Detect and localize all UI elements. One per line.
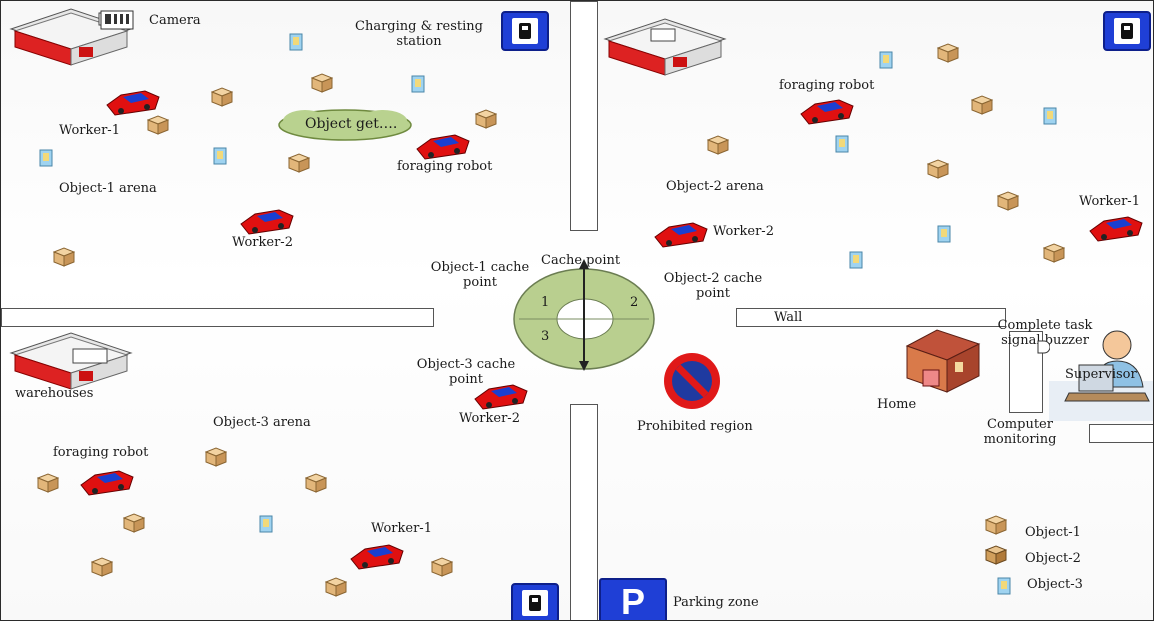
- complete-task-label: Complete task signal buzzer: [997, 318, 1093, 348]
- box-icon: [937, 43, 959, 63]
- bottle-icon: [879, 51, 893, 69]
- object1-cache-label: Object-1 cache point: [430, 260, 530, 290]
- parking-sign-letter: P: [620, 581, 645, 621]
- home-label: Home: [877, 397, 917, 412]
- charging-station-label: Charging & resting station: [355, 19, 483, 49]
- legend-object3-icon: [997, 577, 1011, 595]
- box-icon: [211, 87, 233, 107]
- legend-object2-icon: [985, 545, 1007, 565]
- bottle-icon: [835, 135, 849, 153]
- camera-label: Camera: [149, 13, 201, 28]
- foraging-robot-label: foraging robot: [779, 78, 875, 93]
- bottle-icon: [259, 515, 273, 533]
- car-icon: [416, 134, 470, 160]
- computer-monitoring-label: Computer monitoring: [983, 417, 1057, 447]
- box-icon: [288, 153, 310, 173]
- box-icon: [37, 473, 59, 493]
- bottle-icon: [411, 75, 425, 93]
- object3-cache-label: Object-3 cache point: [416, 357, 516, 387]
- car-icon: [474, 384, 528, 410]
- cloud-icon: [278, 109, 412, 141]
- legend-object2-label: Object-2: [1025, 551, 1081, 566]
- sector-2-label: 2: [630, 295, 639, 310]
- worker2-label: Worker-2: [232, 235, 293, 250]
- box-icon: [205, 447, 227, 467]
- worker2-label: Worker-2: [713, 224, 774, 239]
- wall-monitor-pillar: [1009, 331, 1043, 413]
- box-icon: [431, 557, 453, 577]
- bottle-icon: [1043, 107, 1057, 125]
- cache-point-label: Cache point: [541, 253, 621, 268]
- foraging-robot-label: foraging robot: [397, 159, 493, 174]
- cloud-label: Object get….: [305, 116, 398, 132]
- bottle-icon: [937, 225, 951, 243]
- box-icon: [147, 115, 169, 135]
- worker1-label: Worker-1: [1079, 194, 1140, 209]
- car-icon: [106, 90, 160, 116]
- home-icon: [905, 329, 981, 393]
- box-icon: [707, 135, 729, 155]
- object1-arena-label: Object-1 arena: [59, 181, 157, 196]
- worker2-label: Worker-2: [459, 411, 520, 426]
- bottle-icon: [39, 149, 53, 167]
- car-icon: [80, 470, 134, 496]
- legend-object1-icon: [985, 515, 1007, 535]
- shop-icon: [603, 18, 727, 76]
- legend-object3-label: Object-3: [1027, 577, 1083, 592]
- box-icon: [305, 473, 327, 493]
- worker1-label: Worker-1: [371, 521, 432, 536]
- box-icon: [123, 513, 145, 533]
- box-icon: [475, 109, 497, 129]
- foraging-robot-label: foraging robot: [53, 445, 149, 460]
- object2-arena-label: Object-2 arena: [666, 179, 764, 194]
- warehouses-label: warehouses: [15, 386, 94, 401]
- box-icon: [53, 247, 75, 267]
- bottle-icon: [849, 251, 863, 269]
- box-icon: [311, 73, 333, 93]
- object3-arena-label: Object-3 arena: [213, 415, 311, 430]
- wall-right-horizontal: [736, 308, 1006, 327]
- prohibited-sign-icon: [664, 353, 720, 409]
- gas-station-icon: [1103, 11, 1151, 51]
- object2-cache-label: Object-2 cache point: [663, 271, 763, 301]
- legend-object1-label: Object-1: [1025, 525, 1081, 540]
- prohibited-region-label: Prohibited region: [637, 419, 753, 434]
- parking-sign-icon: P: [599, 578, 667, 621]
- shop-icon: [9, 332, 133, 390]
- wall-left-horizontal: [1, 308, 434, 327]
- supervisor-icon: [1049, 330, 1153, 421]
- wall-label: Wall: [774, 310, 803, 325]
- bottle-icon: [213, 147, 227, 165]
- car-icon: [800, 99, 854, 125]
- wall-bottom-center: [570, 404, 598, 620]
- buzzer-icon: [1037, 340, 1050, 354]
- parking-zone-label: Parking zone: [673, 595, 759, 610]
- gas-station-icon: [511, 583, 559, 620]
- box-icon: [971, 95, 993, 115]
- camera-icon: [100, 10, 134, 30]
- car-icon: [654, 222, 708, 248]
- car-icon: [1089, 216, 1143, 242]
- car-icon: [240, 209, 294, 235]
- worker1-label: Worker-1: [59, 123, 120, 138]
- box-icon: [91, 557, 113, 577]
- sector-1-label: 1: [541, 295, 550, 310]
- bottle-icon: [289, 33, 303, 51]
- wall-right-stub: [1089, 424, 1153, 443]
- box-icon: [325, 577, 347, 597]
- sector-3-label: 3: [541, 329, 550, 344]
- cache-point: [513, 259, 655, 371]
- supervisor-label: Supervisor: [1065, 367, 1137, 382]
- car-icon: [350, 544, 404, 570]
- box-icon: [927, 159, 949, 179]
- wall-top-center: [570, 1, 598, 231]
- box-icon: [1043, 243, 1065, 263]
- box-icon: [997, 191, 1019, 211]
- gas-station-icon: [501, 11, 549, 51]
